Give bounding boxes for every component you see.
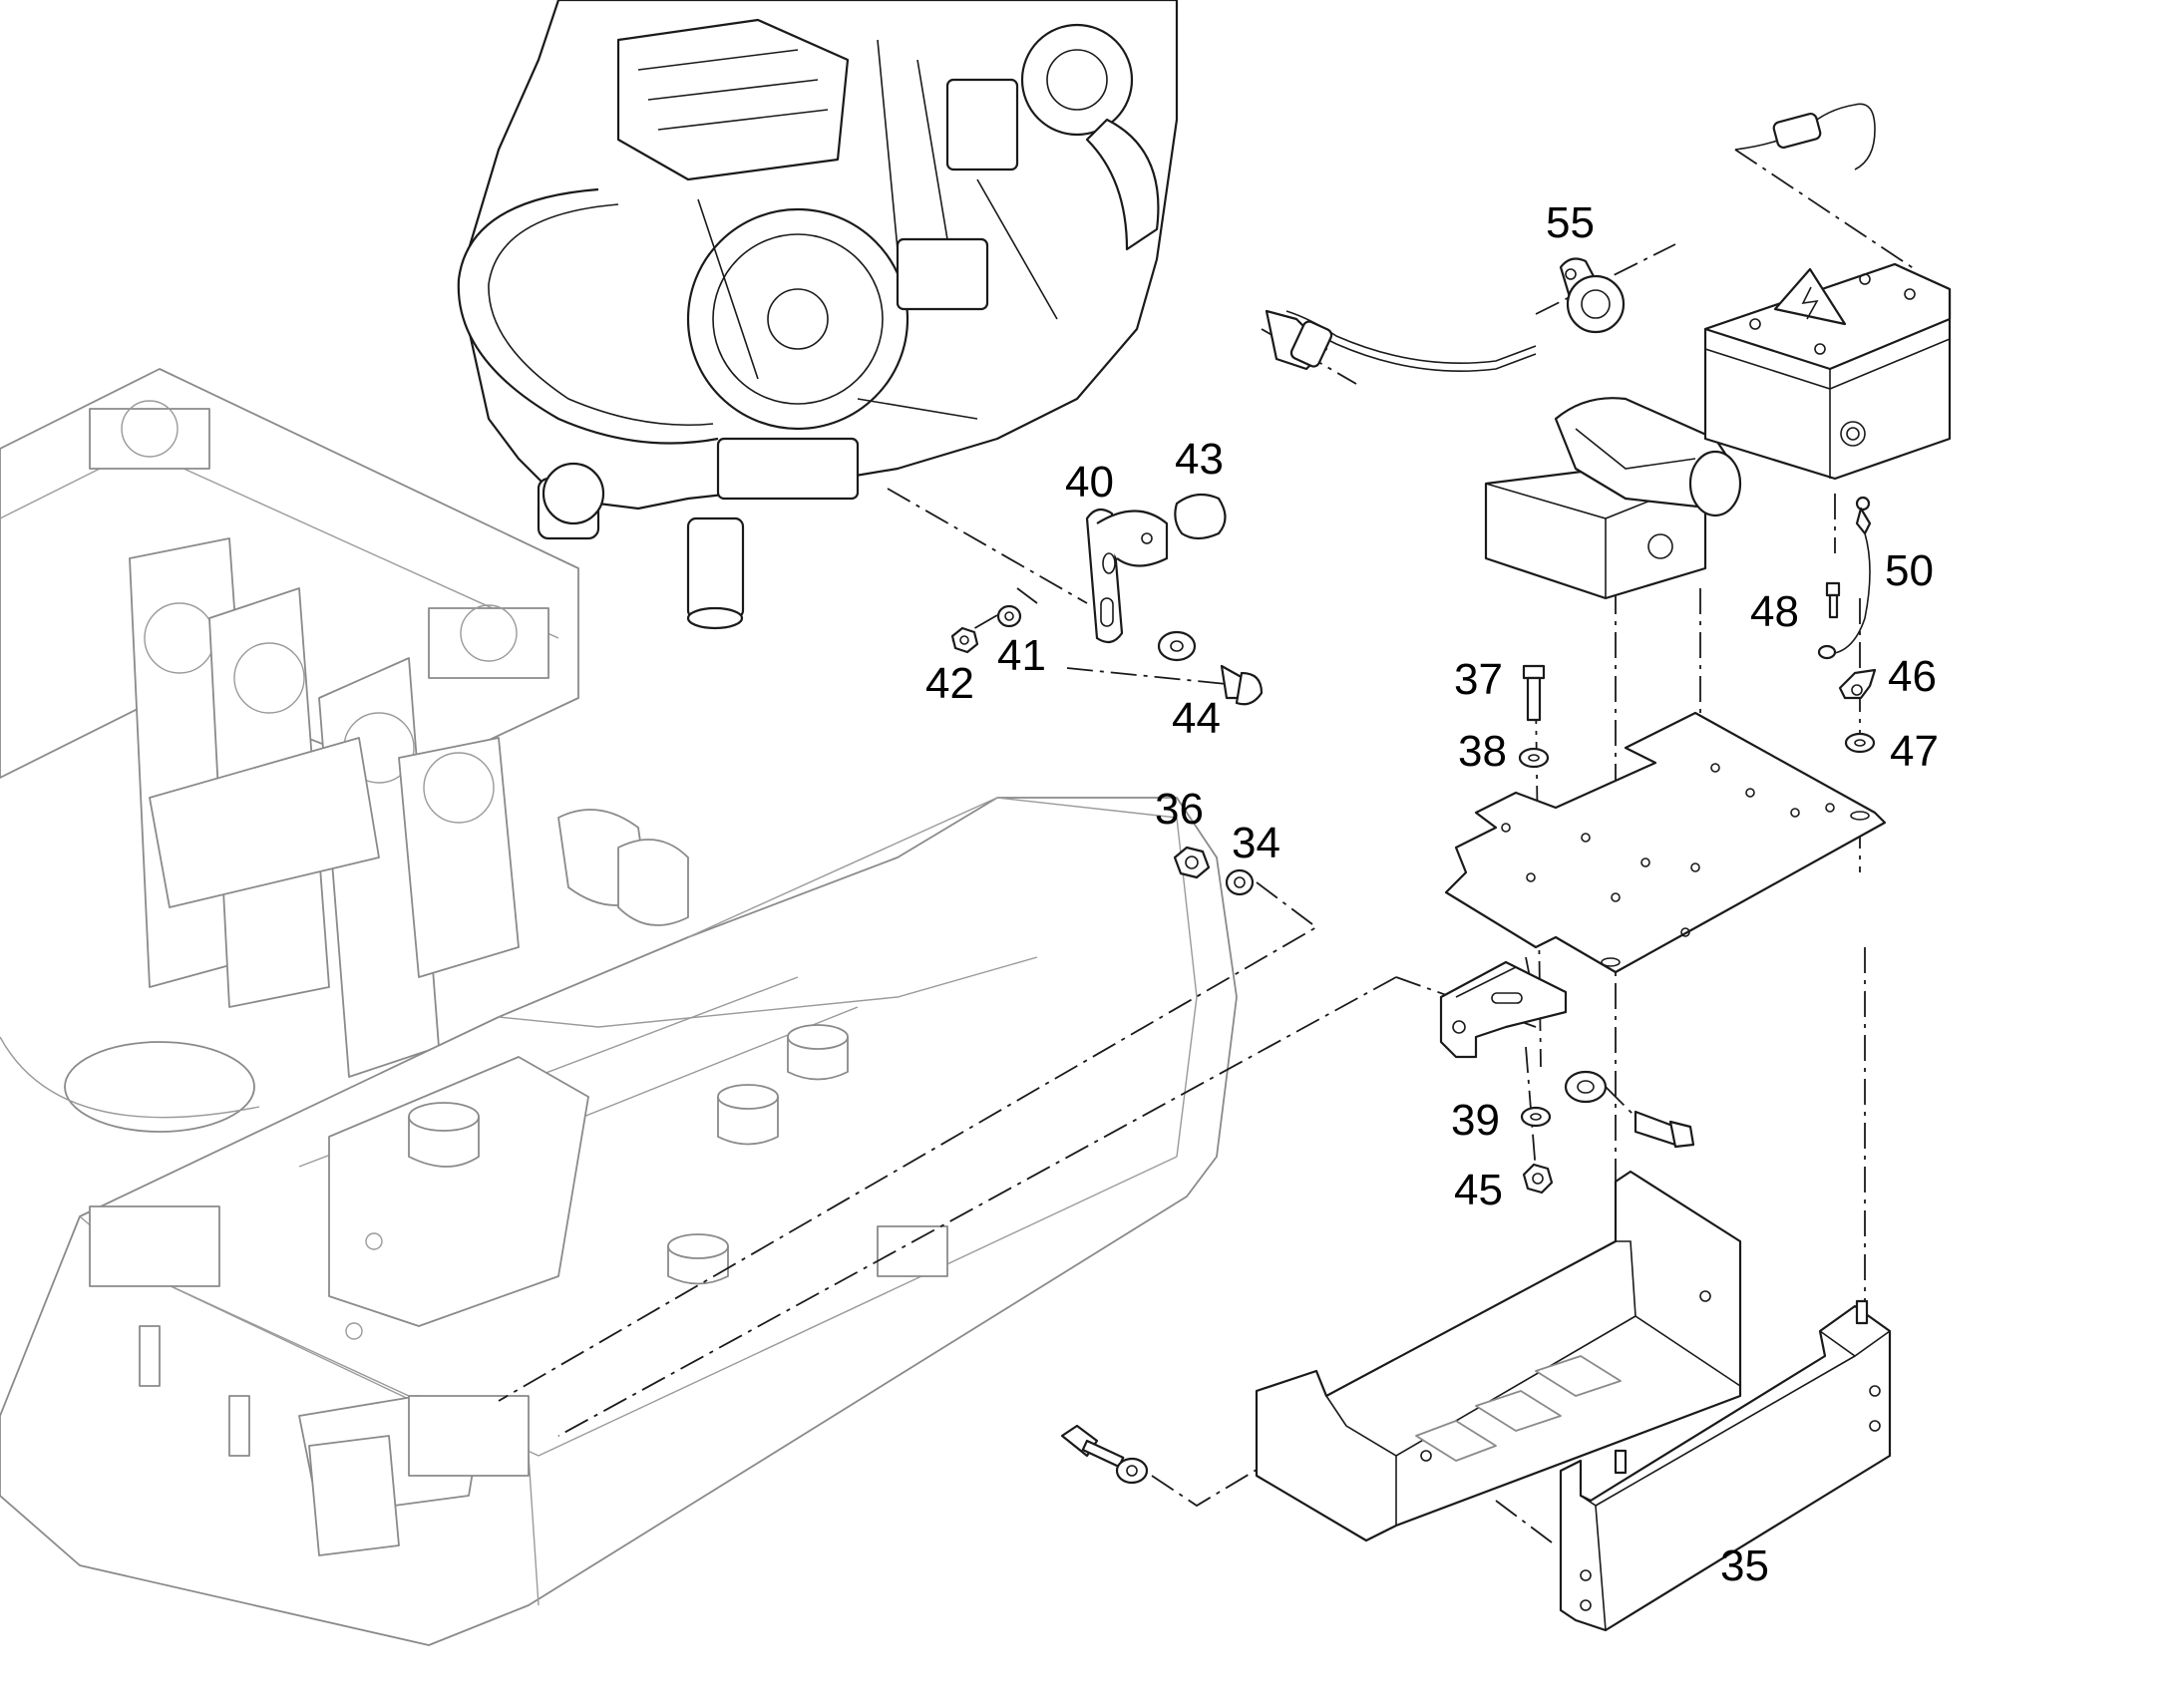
part-37-bolt	[1522, 664, 1546, 722]
part-34-washer	[1225, 868, 1255, 896]
callout-55: 55	[1546, 198, 1595, 247]
battery-tray	[1255, 1170, 1742, 1542]
callout-46: 46	[1888, 652, 1937, 701]
callout-37: 37	[1454, 655, 1503, 704]
callout-38: 38	[1458, 727, 1507, 776]
tray-bolt	[1060, 1424, 1149, 1485]
part-44-bolt	[1157, 630, 1264, 706]
callout-42: 42	[925, 659, 974, 708]
upper-structure	[0, 797, 1238, 1646]
part-40-clamp-bracket	[1085, 508, 1169, 644]
part-43-rubber-insert	[1174, 493, 1227, 540]
engine-assembly	[457, 0, 1179, 630]
callout-41: 41	[997, 631, 1046, 680]
part-39-washer	[1520, 1070, 1608, 1128]
callouts: 55 43 40 50 48 41 42 37 46 44 38 47 36 3…	[925, 198, 1939, 1590]
control-unit-housing	[1484, 397, 1742, 600]
upper-frame	[0, 368, 689, 1133]
part-36-nut	[1173, 846, 1211, 879]
part-35-support-bracket	[1559, 1299, 1892, 1632]
part-47-washer	[1844, 732, 1876, 754]
mounting-plate	[1444, 711, 1887, 974]
part-46-wing-nut	[1838, 668, 1877, 700]
callout-39: 39	[1451, 1096, 1500, 1145]
part-48-screw	[1825, 581, 1841, 619]
callout-45: 45	[1454, 1166, 1503, 1214]
junction-box	[1703, 262, 1952, 481]
bolt-lower	[1634, 1110, 1695, 1149]
callout-40: 40	[1065, 458, 1114, 507]
callout-43: 43	[1175, 435, 1224, 484]
part-38-washer	[1518, 747, 1550, 769]
l-bracket	[1439, 960, 1568, 1059]
callout-35: 35	[1720, 1541, 1769, 1590]
part-42-nut	[950, 626, 979, 654]
high-voltage-warning-icon	[1773, 267, 1847, 326]
sensor-cable	[1265, 103, 1876, 373]
part-41-washer	[996, 604, 1022, 628]
callout-36: 36	[1155, 785, 1204, 834]
part-50-ground-cable	[1817, 496, 1872, 660]
callout-47: 47	[1890, 727, 1939, 776]
part-55-cable-clamp	[1559, 257, 1626, 334]
callout-34: 34	[1232, 819, 1280, 867]
part-45-nut	[1522, 1163, 1554, 1195]
callout-48: 48	[1750, 587, 1799, 636]
callout-44: 44	[1172, 694, 1221, 743]
callout-50: 50	[1885, 546, 1934, 595]
